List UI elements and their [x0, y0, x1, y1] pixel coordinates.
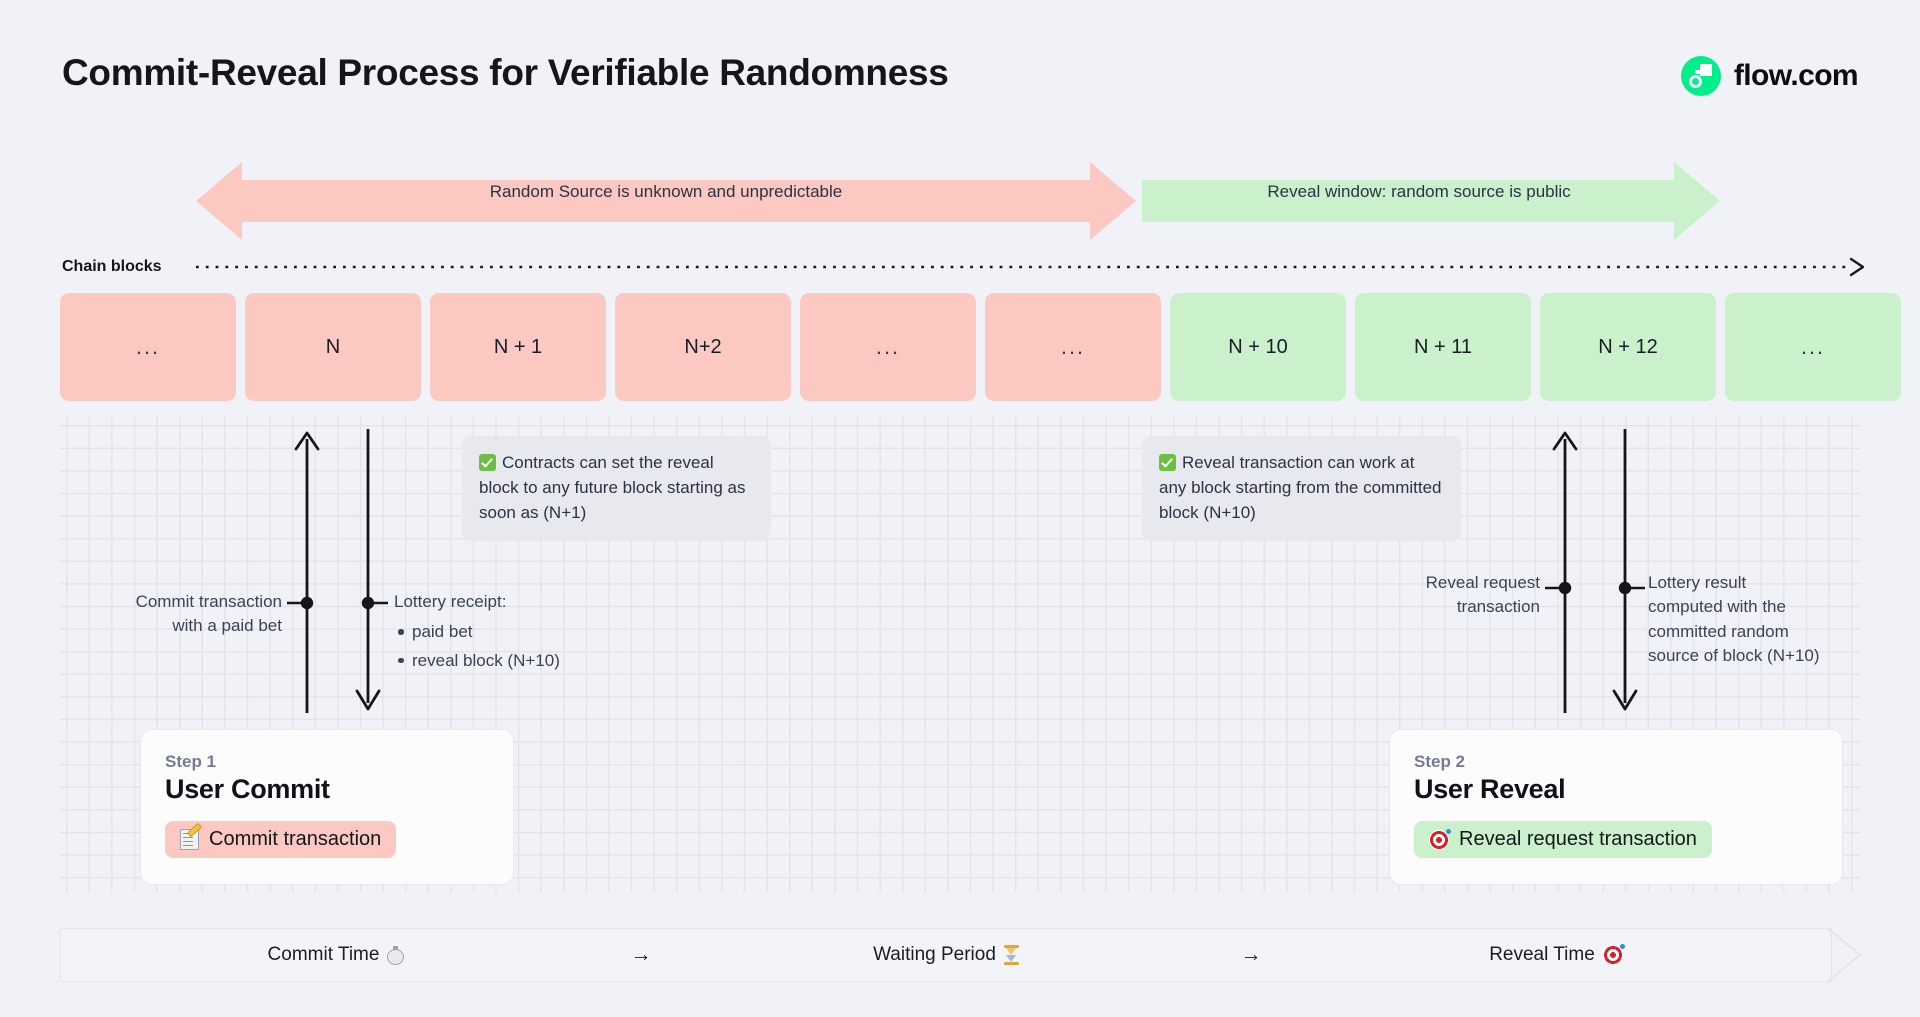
commit-transaction-pill[interactable]: Commit transaction [165, 821, 397, 858]
chain-blocks-label: Chain blocks [62, 258, 162, 275]
chain-axis-line [196, 257, 1865, 277]
lottery-result-line-3: committed random [1648, 621, 1789, 641]
double-arrow-shape [196, 162, 1136, 240]
timeline-arrow-tip [1826, 927, 1862, 983]
commit-up-arrow-axis [287, 431, 320, 713]
chain-block[interactable]: ... [1725, 293, 1901, 401]
lottery-receipt-heading: Lottery receipt: [394, 592, 507, 611]
check-mark-icon [479, 454, 496, 471]
lottery-result-line-2: computed with the [1648, 597, 1786, 617]
memo-icon [180, 829, 199, 850]
chain-block[interactable]: N + 1 [430, 293, 606, 401]
timeline-separator-2: → [1240, 943, 1262, 966]
commit-down-arrow-axis [355, 429, 388, 711]
brand-logo: flow.com [1680, 56, 1859, 96]
step-1-title: User Commit [165, 774, 330, 804]
list-item: reveal block (N+10) [398, 647, 694, 675]
bottom-timeline: Commit Time → Waiting Period → Reveal Ti… [60, 927, 1862, 983]
step-2-kicker: Step 2 [1414, 752, 1466, 771]
timeline-commit-time-label: Commit Time [267, 944, 380, 965]
contracts-note-text: Contracts can set the reveal block to an… [479, 453, 746, 523]
lottery-receipt-marker-label: Lottery receipt: paid bet reveal block (… [394, 590, 694, 675]
contracts-note-box: Contracts can set the reveal block to an… [462, 436, 771, 542]
reveal-request-line-2: transaction [1456, 597, 1540, 617]
reveal-note-box: Reveal transaction can work at any block… [1142, 436, 1461, 542]
phase-banner-unknown: Random Source is unknown and unpredictab… [196, 162, 1136, 240]
lottery-receipt-bullets: paid bet reveal block (N+10) [394, 618, 694, 675]
chain-block[interactable]: N + 12 [1540, 293, 1716, 401]
timeline-segment-commit-time: Commit Time [61, 944, 611, 966]
step-1-kicker: Step 1 [165, 752, 217, 771]
chain-block[interactable]: N [245, 293, 421, 401]
lottery-result-line-1: Lottery result [1648, 573, 1747, 592]
chain-blocks-row: ... N N + 1 N+2 ... ... N + 10 N + 11 N … [60, 293, 1901, 401]
timeline-reveal-time-label: Reveal Time [1489, 944, 1595, 965]
reveal-request-marker-label: Reveal request transaction [1340, 571, 1540, 620]
right-arrow-shape [1142, 162, 1720, 240]
lottery-result-line-4: source of block (N+10) [1648, 645, 1820, 665]
step-card-user-reveal[interactable]: Step 2 User Reveal Reveal request transa… [1389, 729, 1843, 885]
phase-label-unknown: Random Source is unknown and unpredictab… [489, 181, 843, 201]
reveal-request-pill-label: Reveal request transaction [1459, 828, 1697, 850]
reveal-down-arrow-axis [1612, 429, 1645, 711]
target-icon [1429, 828, 1451, 850]
timeline-bar: Commit Time → Waiting Period → Reveal Ti… [60, 928, 1832, 982]
timeline-segment-reveal-time: Reveal Time [1281, 944, 1831, 966]
chain-block[interactable]: N+2 [615, 293, 791, 401]
chain-block[interactable]: N + 10 [1170, 293, 1346, 401]
chain-block[interactable]: ... [800, 293, 976, 401]
reveal-up-arrow-axis [1545, 431, 1578, 713]
target-icon [1602, 944, 1625, 965]
reveal-request-line-1: Reveal request [1425, 573, 1540, 592]
timeline-waiting-period-label: Waiting Period [873, 944, 996, 965]
list-item: paid bet [398, 618, 694, 646]
chain-block[interactable]: N + 11 [1355, 293, 1531, 401]
step-2-title: User Reveal [1414, 774, 1566, 804]
reveal-request-pill[interactable]: Reveal request transaction [1414, 821, 1712, 858]
chain-block[interactable]: ... [60, 293, 236, 401]
lottery-result-marker-label: Lottery result computed with the committ… [1648, 571, 1878, 668]
flow-logo-icon [1680, 56, 1721, 96]
page-title: Commit-Reveal Process for Verifiable Ran… [62, 52, 949, 93]
timeline-separator-1: → [630, 943, 652, 966]
chain-block[interactable]: ... [985, 293, 1161, 401]
check-mark-icon [1159, 454, 1176, 471]
step-card-user-commit[interactable]: Step 1 User Commit Commit transaction [140, 729, 514, 885]
commit-transaction-line-2: with a paid bet [172, 616, 282, 636]
commit-transaction-marker-label: Commit transaction with a paid bet [76, 590, 282, 639]
timeline-segment-waiting-period: Waiting Period [671, 944, 1221, 966]
stopwatch-icon [387, 945, 405, 965]
commit-transaction-pill-label: Commit transaction [209, 828, 382, 850]
phase-banner-reveal: Reveal window: random source is public [1142, 162, 1720, 240]
brand-name: flow.com [1733, 59, 1859, 92]
hourglass-icon [1003, 945, 1019, 965]
phase-label-reveal: Reveal window: random source is public [1267, 181, 1571, 201]
commit-transaction-line-1: Commit transaction [135, 592, 282, 611]
reveal-note-text: Reveal transaction can work at any block… [1159, 453, 1442, 523]
